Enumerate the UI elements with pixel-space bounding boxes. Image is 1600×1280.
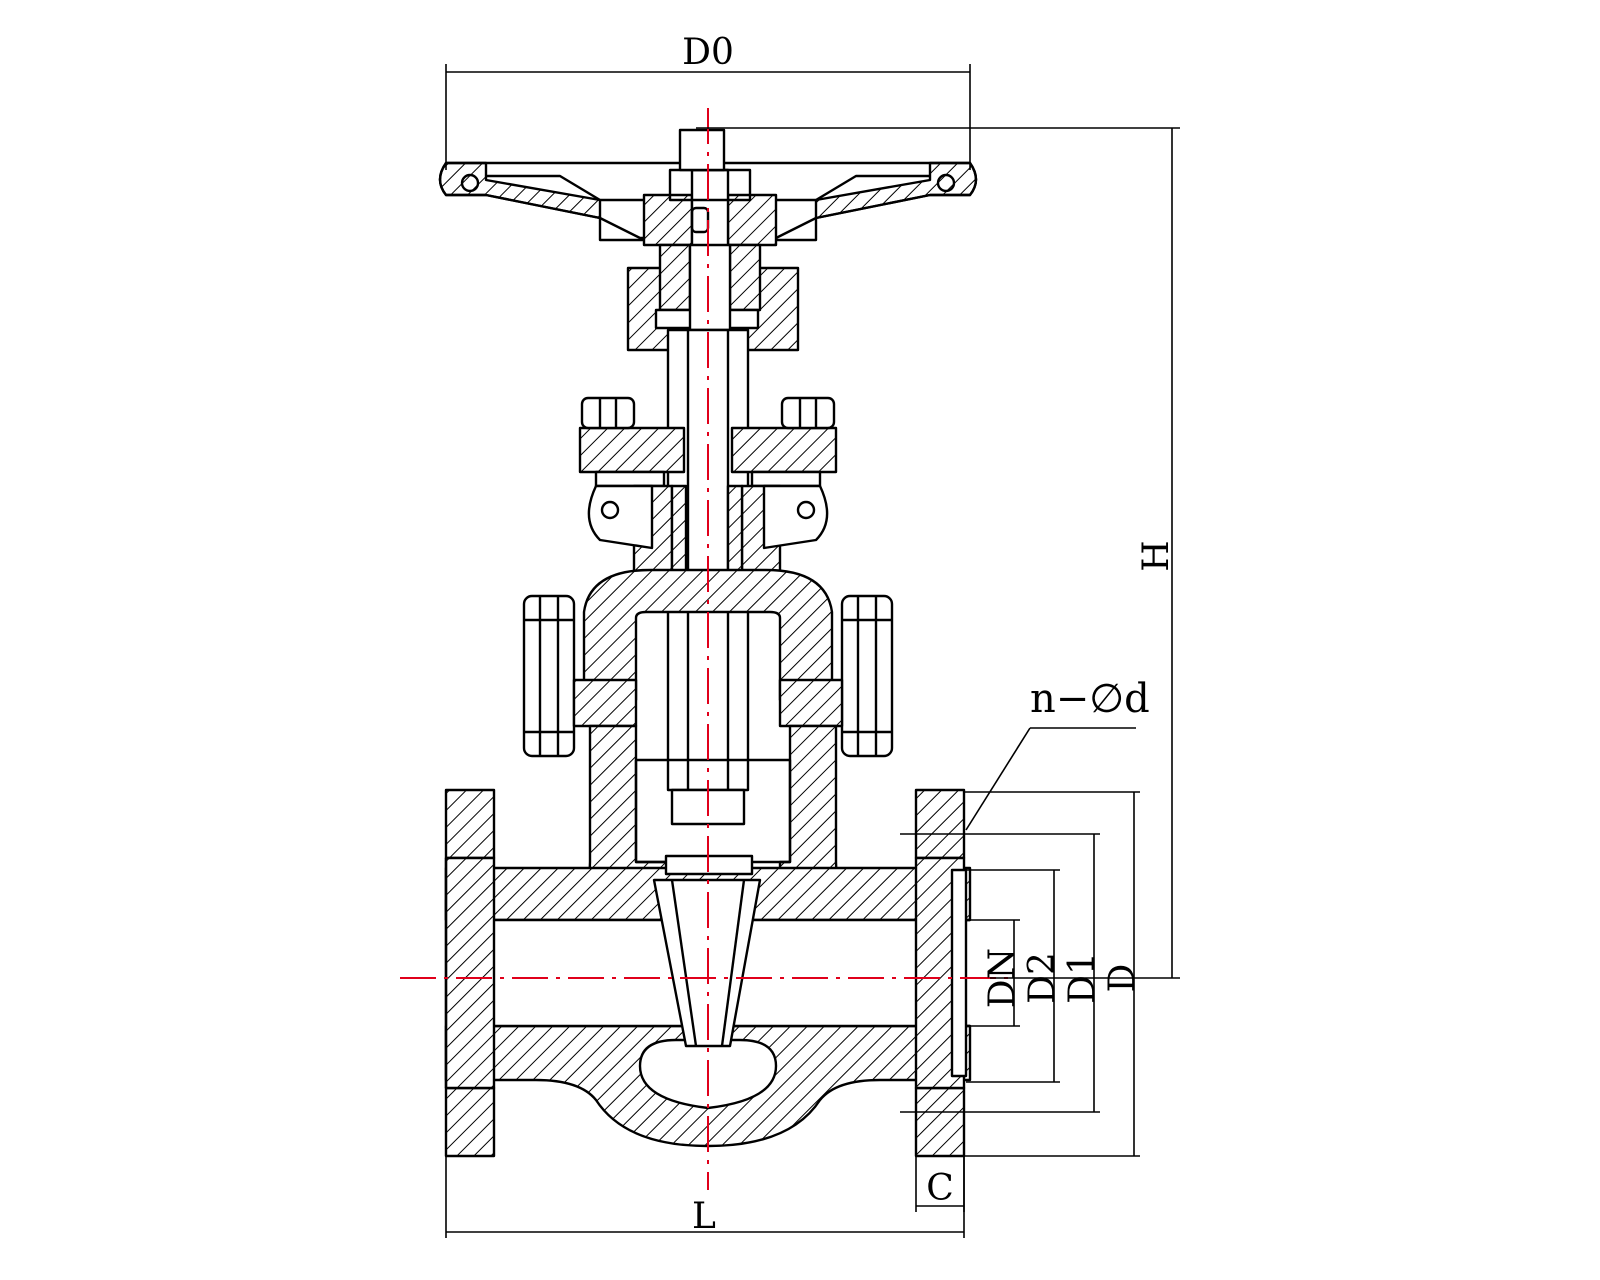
label-d0: D0 [682, 32, 734, 73]
dimension-h: H [696, 127, 1180, 979]
label-d1: D1 [1062, 952, 1103, 1004]
label-d: D [1102, 964, 1143, 993]
flange-right [914, 788, 968, 1158]
dimension-c: C [915, 1156, 965, 1212]
yoke-sleeve [626, 243, 800, 352]
gland-flange [578, 396, 838, 488]
dimension-d1: D1 [900, 833, 1103, 1113]
centerlines [400, 108, 1010, 1190]
label-h: H [1136, 540, 1177, 571]
dimension-dn: DN [970, 919, 1023, 1027]
dimension-l: L [445, 1088, 965, 1238]
flange-left [444, 788, 496, 1158]
label-c: C [926, 1168, 954, 1209]
label-d2: D2 [1022, 952, 1063, 1004]
label-dn: DN [982, 948, 1023, 1008]
dimension-d: D [964, 791, 1143, 1157]
handwheel-hub [642, 128, 778, 252]
label-n-d: n−∅d [1030, 676, 1150, 722]
label-l: L [692, 1196, 716, 1237]
handwheel [438, 161, 978, 242]
dimension-n-d: n−∅d [965, 676, 1150, 831]
dimension-d2: D2 [966, 869, 1063, 1083]
bonnet [522, 568, 894, 758]
packing-chamber [587, 484, 829, 574]
dimension-d0: D0 [445, 32, 971, 170]
